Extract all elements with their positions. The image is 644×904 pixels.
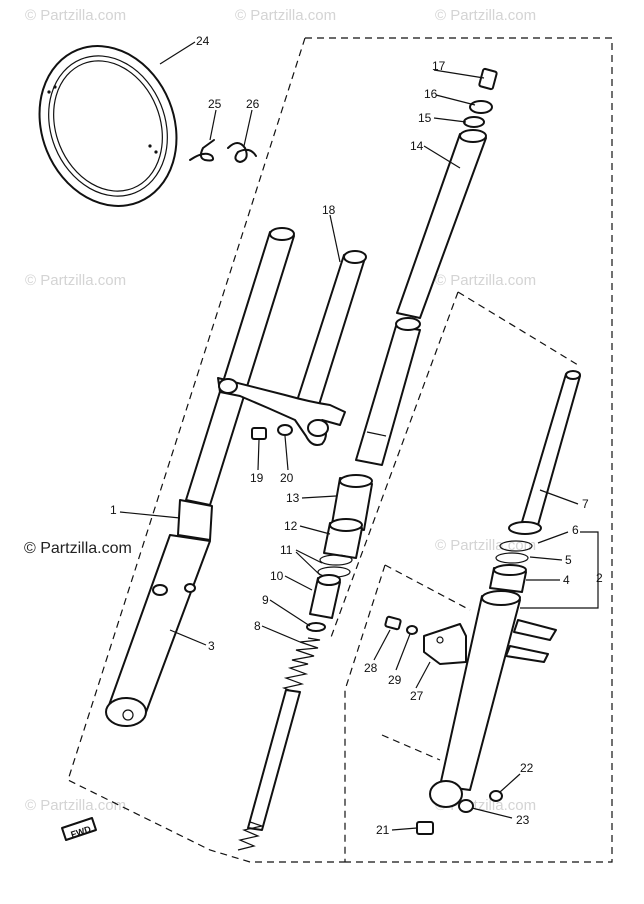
watermark: © Partzilla.com (235, 7, 336, 24)
callout-12: 12 (284, 519, 298, 533)
right-fork-tube (489, 370, 581, 593)
callout-4: 4 (563, 573, 570, 587)
right-outer-leg (429, 590, 557, 808)
group-outlines (67, 37, 613, 863)
callout-6: 6 (572, 523, 579, 537)
callout-13: 13 (286, 491, 300, 505)
caliper-bracket (384, 615, 467, 665)
callout-20: 20 (280, 471, 294, 485)
under-bracket (217, 250, 367, 446)
callout-22: 22 (520, 761, 534, 775)
watermark: © Partzilla.com (435, 537, 536, 554)
watermark: © Partzilla.com (25, 797, 126, 814)
callout-26: 26 (246, 97, 260, 111)
callout-11: 11 (280, 543, 293, 557)
fwd-arrow: FWD (61, 817, 97, 841)
watermark: © Partzilla.com (25, 272, 126, 289)
callout-16: 16 (424, 87, 438, 101)
watermark: © Partzilla.com (25, 7, 126, 24)
callout-7: 7 (582, 497, 589, 511)
callout-3: 3 (208, 639, 215, 653)
callout-24: 24 (196, 34, 210, 48)
callout-14: 14 (410, 139, 424, 153)
callout-8: 8 (254, 619, 261, 633)
callout-23: 23 (516, 813, 530, 827)
callout-29: 29 (388, 673, 402, 687)
watermark: © Partzilla.com (435, 7, 536, 24)
right-inner-tube (355, 129, 487, 466)
fork-internals (237, 474, 373, 851)
callout-21: 21 (376, 823, 390, 837)
rim-clips (189, 139, 257, 163)
callout-1: 1 (110, 503, 117, 517)
callout-2: 2 (596, 571, 603, 585)
top-bolt-set (463, 67, 498, 128)
callout-28: 28 (364, 661, 378, 675)
callout-27: 27 (410, 689, 424, 703)
callout-19: 19 (250, 471, 264, 485)
watermark-dark: © Partzilla.com (24, 540, 132, 557)
callout-5: 5 (565, 553, 572, 567)
axle-hardware (416, 790, 503, 835)
headlight-rim (38, 45, 178, 207)
callout-15: 15 (418, 111, 432, 125)
callout-labels: 1 2 3 4 5 6 7 8 9 10 11 12 13 14 15 16 1… (110, 34, 603, 837)
callout-25: 25 (208, 97, 222, 111)
callout-17: 17 (432, 59, 446, 73)
clamp-bolt (251, 424, 293, 440)
leader-lines (119, 41, 599, 831)
callout-9: 9 (262, 593, 269, 607)
callout-10: 10 (270, 569, 284, 583)
callout-18: 18 (322, 203, 336, 217)
watermark: © Partzilla.com (435, 272, 536, 289)
left-fork-leg (105, 227, 295, 727)
